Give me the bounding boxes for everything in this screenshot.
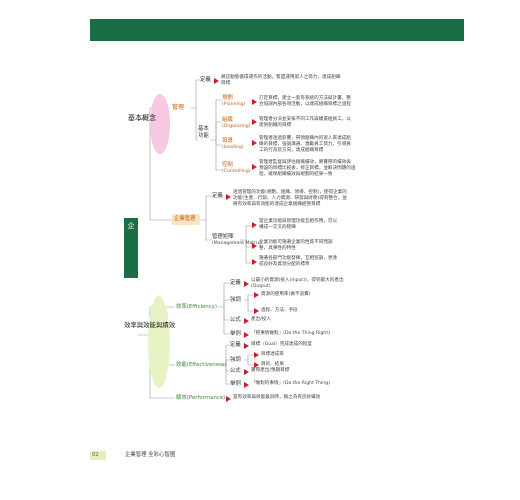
effectiveness-definition-label: 定義	[230, 342, 241, 348]
management-definition-label: 定義	[200, 77, 211, 83]
function-leading-desc-1: 管理者透過影響，帶領組織內的眾人來達成組	[259, 136, 351, 141]
function-controlling-en: (Controlling)	[222, 169, 251, 174]
efficiency-section-oval	[148, 296, 170, 388]
arrow-icon	[244, 281, 249, 287]
effectiveness-formula-text: 實際產出/預期目標	[251, 368, 290, 373]
matrix-item-1-line-2: 構成一交叉的矩陣	[259, 225, 296, 230]
effectiveness-example-label: 舉例	[230, 381, 241, 387]
performance-text: 當有效率與效能兼具時，稱之為有良好績效	[233, 395, 321, 400]
function-controlling-desc-1: 管理者監督與評估組織績效，將實際的績效與	[259, 160, 351, 165]
effectiveness-definition-text: 目標（Goal）完成達成的程度	[251, 342, 312, 347]
efficiency-formula-text: 產出/投入	[251, 317, 271, 322]
effectiveness-formula-label: 公式	[230, 368, 241, 374]
functions-label-2: 功能	[198, 133, 209, 139]
arrow-icon	[244, 369, 249, 375]
arrow-icon	[244, 318, 249, 324]
efficiency-definition-label: 定義	[230, 280, 241, 286]
effectiveness-emphasis-2: 目的、結果	[261, 362, 284, 367]
function-leading-desc-3: 工的行為及方向，達成組織目標	[259, 148, 324, 153]
function-controlling-desc-3: 程，確保組織績效與規劃的結果一致	[259, 172, 333, 177]
matrix-item-2-line-2: 整，具彈性的特性	[259, 246, 296, 251]
efficiency-section-label: 效率與效能與績效	[124, 321, 176, 329]
function-organizing-en: (Organizing)	[222, 124, 251, 129]
efficiency-example-text: 「把事情做對」(Do the Thing Right)	[251, 331, 330, 336]
function-leading-desc-2: 織的目標，強調溝通、激勵員工努力，引導員	[259, 142, 351, 147]
arrow-icon	[252, 164, 257, 170]
effectiveness-example-text: 「做對的事情」(Do the Right Thing)	[251, 381, 330, 386]
function-organizing-desc-1: 管理者分派並安排不同工作與權責給員工，以	[259, 117, 351, 122]
side-tab-label: 企	[127, 222, 135, 230]
matrix-item-1-line-1: 當企業功能與管理功能互相作用，可以	[259, 219, 338, 224]
management-definition-line-2: 目標	[221, 81, 231, 86]
enterprise-mgmt-label: 企業管理	[174, 216, 196, 222]
enterprise-definition-line-1: 透過管理的功能(規劃、組織、領導、控制)，使得企業的	[233, 190, 347, 195]
functions-label-1: 基本	[198, 126, 209, 132]
enterprise-definition-label: 定義	[212, 193, 223, 199]
arrow-icon	[244, 382, 249, 388]
effectiveness-emphasis-1: 目標達成率	[261, 352, 284, 357]
function-leading-name: 領導	[222, 138, 233, 144]
function-controlling-desc-2: 預設的目標比較後，修正目標，並解決問題的過	[259, 166, 356, 171]
function-leading-en: (Leading)	[222, 145, 244, 150]
chapter-side-tab: 企	[124, 218, 138, 278]
enterprise-definition-line-2: 功能(生產、行銷、人力資源、研發與財務)得到整合，並	[233, 196, 347, 201]
function-planning-desc-2: 合協調內部各項活動，以達成組織目標之過程	[259, 102, 351, 107]
function-controlling-name: 控制	[222, 162, 233, 168]
arrow-icon	[244, 343, 249, 349]
header-bar	[90, 19, 464, 41]
efficiency-emphasis-2: 過程、方法、手段	[261, 308, 298, 313]
root-oval	[150, 94, 170, 154]
arrow-icon	[226, 194, 231, 200]
arrow-icon	[254, 362, 259, 368]
arrow-icon	[254, 292, 259, 298]
enterprise-mgmt-highlight	[172, 214, 200, 225]
arrow-icon	[252, 222, 257, 228]
matrix-label-1: 管理矩陣	[212, 234, 234, 240]
efficiency-formula-label: 公式	[230, 317, 241, 323]
arrow-icon	[252, 140, 257, 146]
function-organizing-desc-2: 達到組織的目標	[259, 123, 292, 128]
footer-book-title: 企業管理 全彩心智圖	[125, 452, 176, 458]
matrix-item-2-line-1: 企業功能可隨著企業的性質不同而調	[259, 240, 333, 245]
arrow-icon	[214, 78, 219, 84]
matrix-label-2: (Management Matrix)	[212, 241, 262, 246]
root-label: 基本概念	[128, 114, 156, 122]
arrow-icon	[252, 119, 257, 125]
management-label: 管理	[172, 104, 185, 111]
effectiveness-label: 效能(Effectiveness)	[176, 362, 227, 368]
arrow-icon	[254, 308, 259, 314]
function-organizing-name: 組織	[222, 117, 233, 123]
function-planning-en: (Planning)	[222, 102, 246, 107]
efficiency-definition-line-1: 以最小的資源(投入(Input))，得到最大的產出	[251, 278, 344, 283]
efficiency-example-label: 舉例	[230, 331, 241, 337]
arrow-icon	[252, 243, 257, 249]
effectiveness-emphasis-label: 強調	[230, 357, 241, 363]
arrow-icon	[252, 259, 257, 265]
performance-label: 績效(Performance)	[176, 395, 226, 401]
management-definition-line-1: 將這動態循環運作的活動，緊盟運用眾人之努力，達成組織	[221, 75, 341, 80]
enterprise-definition-line-3: 將有效率與有效能的達成企業組織經營目標	[233, 202, 321, 207]
function-planning-name: 規劃	[222, 95, 233, 101]
matrix-item-3-line-1: 隨著各部門功能發揮，互相協調，更達	[259, 256, 338, 261]
matrix-item-3-line-2: 成良好及資源分配的標準	[259, 262, 310, 267]
arrow-icon	[244, 332, 249, 338]
function-planning-desc-1: 訂定目標，建立一套有系統的方法與計畫，整	[259, 96, 351, 101]
footer-page-number: 02	[92, 452, 99, 458]
efficiency-emphasis-1: 資源的使用率(做不浪費)	[261, 292, 311, 297]
arrow-icon	[252, 99, 257, 105]
arrow-icon	[226, 396, 231, 402]
arrow-icon	[254, 352, 259, 358]
efficiency-definition-line-2: (Output)	[251, 284, 271, 289]
footer-page-bar	[90, 451, 106, 460]
efficiency-label: 效率(Efficiency)	[176, 304, 217, 310]
efficiency-emphasis-label: 強調	[230, 297, 241, 303]
